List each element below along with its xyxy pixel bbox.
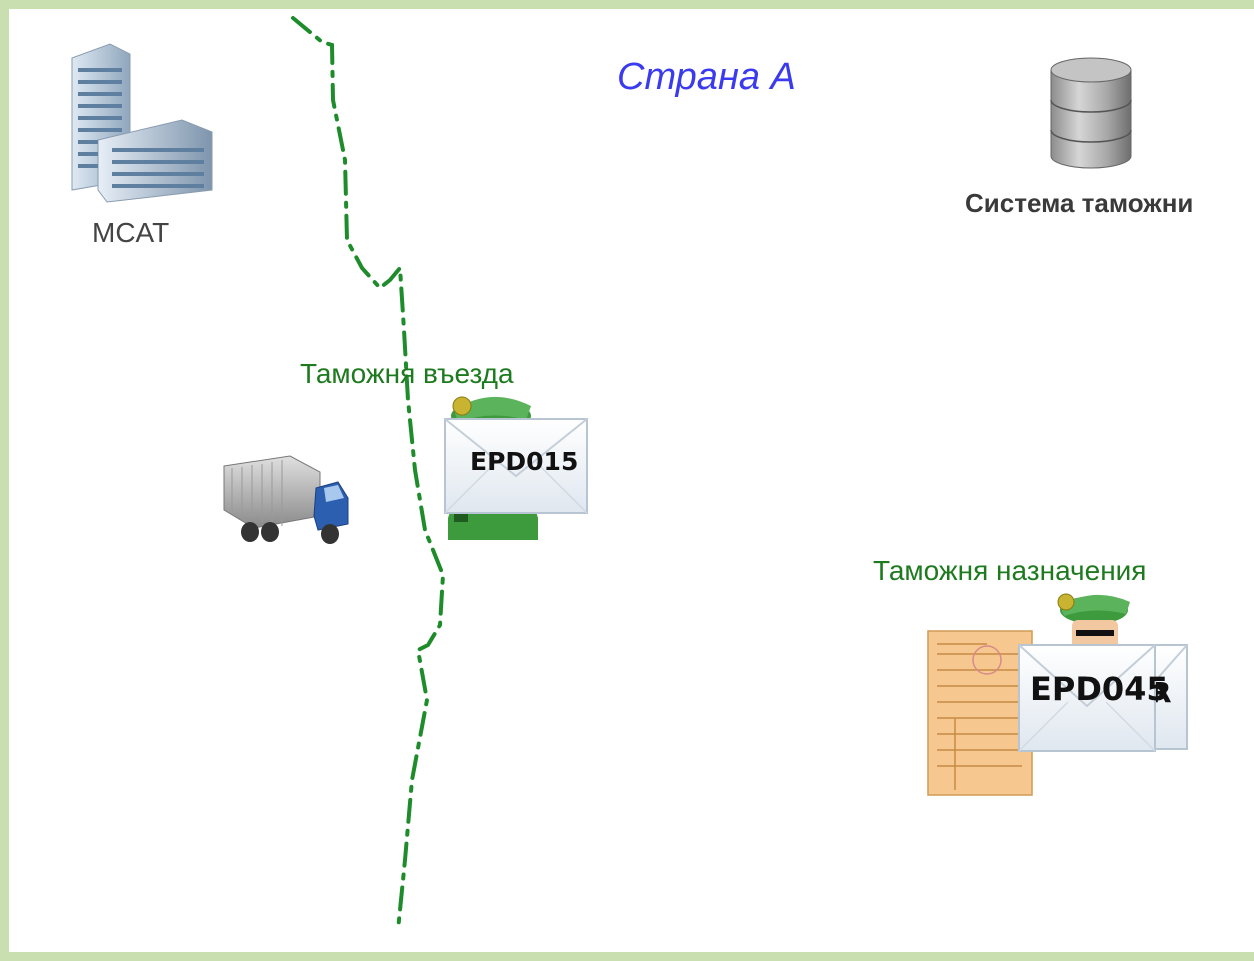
- destination-customs-label: Таможня назначения: [873, 555, 1147, 586]
- office-label: MCAT: [92, 217, 170, 248]
- truck-icon: [223, 455, 349, 544]
- envelope-icon: [1018, 644, 1156, 752]
- entry-customs-label: Таможня въезда: [300, 358, 514, 389]
- entry-message-label: EPD015: [470, 447, 579, 476]
- country-title: Страна А: [617, 56, 796, 98]
- customs-system-label: Система таможни: [965, 188, 1194, 218]
- database-icon: [1050, 57, 1132, 169]
- destination-message-label: EPD045: [1030, 670, 1169, 708]
- office-building-icon: [71, 43, 213, 203]
- customs-officer-icon: [1057, 593, 1130, 652]
- envelope-icon: [444, 418, 588, 514]
